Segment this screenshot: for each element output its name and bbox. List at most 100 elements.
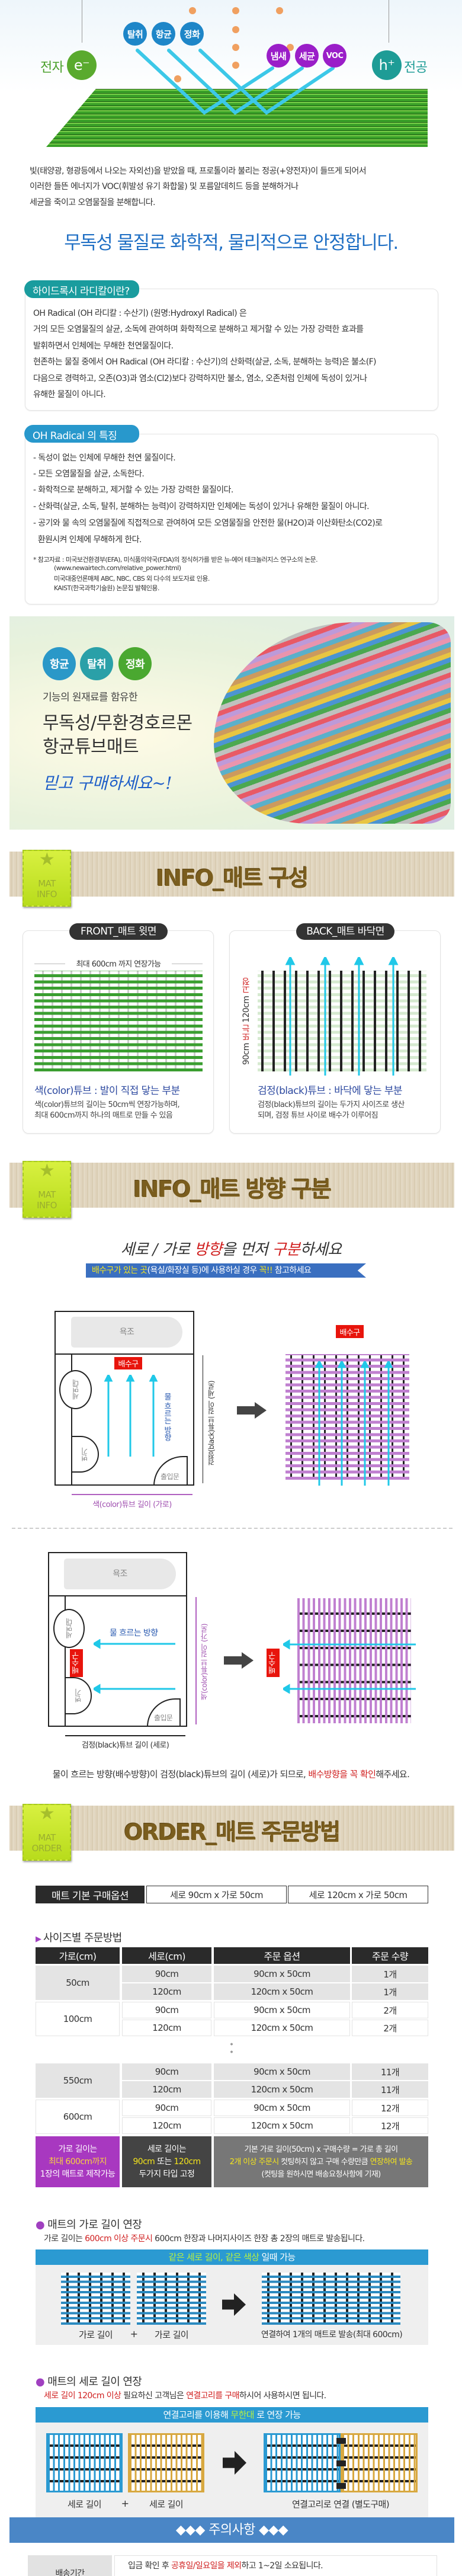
front-extend-label: 최대 600cm 까지 연장가능 [65,958,172,969]
height-label-a: 세로 길이 [68,2499,102,2510]
hole-icon: h⁺ [372,50,402,80]
width-ext-desc: 가로 길이는 600cm 이상 주문시 600cm 한장과 나머지사이즈 한장 … [44,2234,365,2244]
cell-height: 90cm [122,2100,211,2116]
color-length-line [195,1597,197,1724]
electron-label: 전자 [40,60,64,75]
drain-label: 배수구 [336,1325,364,1338]
cell-height: 90cm [122,2002,211,2018]
option-90x50[interactable]: 세로 90cm x 가로 50cm [146,1886,287,1903]
plus-sign: + [130,2328,138,2340]
section-title: INFO_매트 방향 구분 [133,1176,332,1202]
drain-label: 배수구 [114,1357,142,1369]
black-length-label: 검정(black)튜브 길이 (세로) [81,1741,169,1750]
width-ext-title: ● 매트의 가로 길이 연장 [36,2219,142,2231]
reference-2: (www.newairtech.com/relative_power.html) [54,564,181,572]
flow-label: 물 흐르는 방향 [162,1393,171,1441]
feature-item-2: - 모든 오염물질을 살균, 소독한다. [33,469,145,479]
hero-paragraph-3: 세균을 죽이고 오염물질을 분해합니다. [30,198,155,207]
cell-option: 120cm x 50cm [214,2117,350,2134]
flow-arrows [94,1639,175,1694]
cell-quantity: 11개 [352,2063,428,2080]
header-height: 세로(cm) [122,1947,211,1964]
hero-paragraph-2: 이러한 들뜬 에너지가 VOC(휘발성 유기 화합물) 및 포름알데히드 등을 … [30,182,299,191]
front-caption: 색(color)튜브 : 발이 직접 닿는 부분 [34,1085,180,1097]
width-result-label: 연결하여 1개의 매트로 발송(최대 600cm) [261,2330,403,2340]
arrow-right-icon [237,1402,267,1419]
cell-height: 120cm [122,2020,211,2036]
hydroxyl-tag: 하이드록시 라디칼이란? [24,280,139,298]
shipping-label-cell: 배송기간 [28,2555,112,2576]
cell-option: 120cm x 50cm [214,2020,350,2036]
banner-bubble-purify: 정화 [118,647,152,680]
banner-line-1: 기능의 원재료를 함유한 [43,692,138,703]
hydroxyl-line-1: OH Radical (OH 라디칼 : 수산기) (원명:Hydroxyl R… [33,309,247,318]
mat-drain-arrows [315,1361,393,1486]
bathroom-divider [48,1595,187,1596]
banner-bubble-antibacterial: 항균 [43,647,76,680]
back-desc-2: 되며, 검정 튜브 사이로 배수가 이루어짐 [258,1111,378,1120]
inner-wall [71,1353,72,1486]
reference-3: 미국대중언론매체 ABC, NBC, CBS 외 다수의 보도자료 인용. [54,575,210,583]
bubble-odor: 냄새 [267,44,290,68]
shipping-text-cell: 입금 확인 후 공휴일/일요일을 제외하고 1~2일 소요됩니다. [114,2555,437,2576]
section-title: ORDER_매트 주문방법 [124,1819,341,1845]
cell-quantity: 1개 [352,1966,428,1982]
ellipsis-dots [230,2040,233,2058]
connector-clip [336,2460,346,2466]
cell-option: 90cm x 50cm [214,1966,350,1982]
direction-ribbon: 배수구가 있는 곳(욕실/화장실 등)에 사용하실 경우 꼭!! 참고하세요 [86,1263,366,1278]
feature-item-3: - 화학적으로 분해하고, 제거할 수 있는 가장 강력한 물질이다. [33,485,233,495]
section-title: INFO_매트 구성 [156,865,309,891]
sink: 세면대 [53,1609,85,1648]
front-desc-1: 색(color)튜브의 길이는 50cm씩 연장가능하며, [34,1100,180,1109]
cell-width: 550cm [36,2063,120,2098]
banner-line-2: 무독성/무환경호르몬 [43,713,192,734]
feature-item-5: - 공기와 물 속의 오염물질에 직접적으로 관여하여 모든 오염물질을 안전한… [33,519,383,528]
cell-height: 90cm [122,1966,211,1982]
front-desc-2: 최대 600cm까지 하나의 매트로 만들 수 있음 [34,1111,173,1120]
tube-mat-image [214,622,451,824]
width-label-a: 가로 길이 [79,2329,113,2340]
mat-gold [128,2433,204,2492]
bubble-purify: 정화 [180,22,204,46]
back-size-label: 90cm 또는 120cm 고정 [242,978,251,1065]
hydroxyl-line-4: 현존하는 물질 중에서 OH Radical (OH 라디칼 : 수산기)의 산… [33,357,376,367]
cell-option: 90cm x 50cm [214,2100,350,2116]
height-ext-bar: 연결고리를 이용해 무한대 로 연장 가능 [36,2407,428,2423]
hero-mat [46,89,428,147]
hero-paragraph-1: 빛(태양광, 형광등에서 나오는 자외선)을 받았을 때, 프로톨이라 불리는 … [30,167,367,176]
cell-width: 600cm [36,2100,120,2134]
bubble-voc: VOC [323,44,346,68]
caution-bar: ◆◆◆ 주의사항 ◆◆◆ [9,2517,454,2543]
back-caption: 검정(black)튜브 : 바닥에 닿는 부분 [258,1085,403,1097]
feature-item-4: - 산화력(살균, 소독, 탈취, 분해하는 능력)이 강력하지만 인체에는 독… [33,502,370,511]
cell-option: 90cm x 50cm [214,2002,350,2018]
option-120x50[interactable]: 세로 120cm x 가로 50cm [288,1886,428,1903]
bathroom-divider [54,1353,194,1355]
cell-option: 90cm x 50cm [214,2063,350,2080]
connector-clip [336,2483,346,2489]
header-width: 가로(cm) [36,1947,120,1964]
product-banner [9,616,454,830]
height-ext-desc: 세로 길이 120cm 이상 필요하신 고객님은 연결고리를 구매하시어 사용하… [44,2391,326,2401]
cell-option: 120cm x 50cm [214,1983,350,2000]
height-ext-title: ● 매트의 세로 길이 연장 [36,2376,142,2388]
hero-frame [82,0,389,43]
inner-wall [65,1595,66,1727]
bathtub: 욕조 [64,1559,176,1589]
cell-quantity: 12개 [352,2117,428,2134]
color-length-label: 색(color)튜브 길이 (가로) [92,1500,172,1509]
cell-height: 90cm [122,2063,211,2080]
cell-quantity: 2개 [352,2002,428,2018]
mat-connected-gold [341,2433,418,2492]
cell-option: 120cm x 50cm [214,2081,350,2098]
back-mat-diagram [258,971,426,1071]
hydroxyl-line-6: 유해한 물질이 아니다. [33,390,106,399]
cell-height: 120cm [122,2081,211,2098]
